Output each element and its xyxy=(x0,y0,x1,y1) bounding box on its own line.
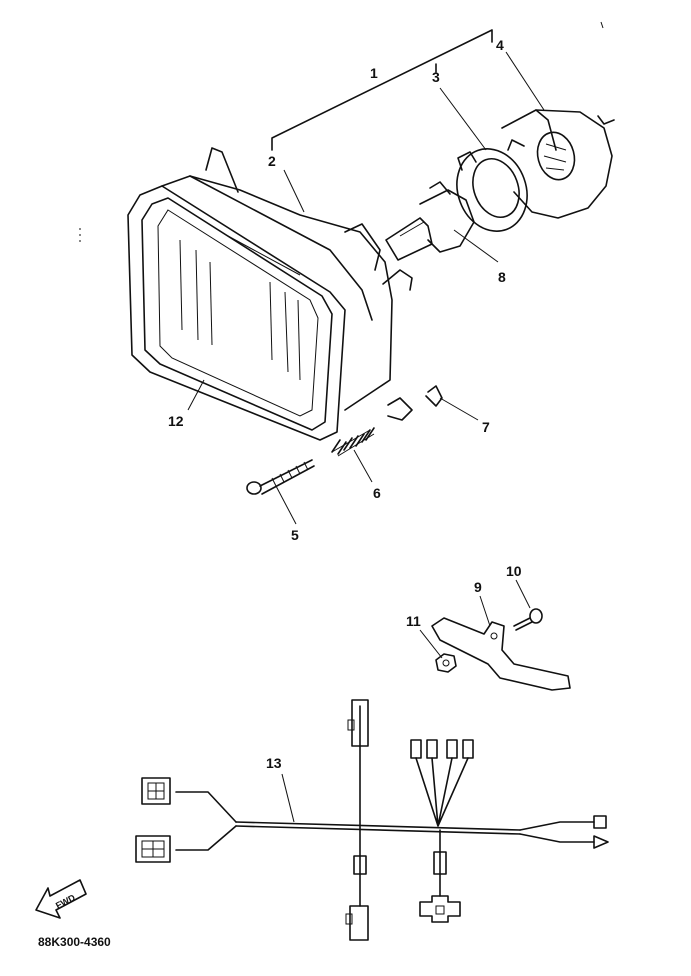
callout-7: 7 xyxy=(482,419,490,435)
callout-5: 5 xyxy=(291,527,299,543)
callout-11: 11 xyxy=(406,613,421,629)
callout-1: 1 xyxy=(370,65,378,81)
diagram-code: 88K300-4360 xyxy=(38,935,111,949)
callout-12: 12 xyxy=(168,413,184,429)
spring xyxy=(331,427,375,457)
leader-lines xyxy=(187,51,545,823)
callout-2: 2 xyxy=(268,153,276,169)
callout-3: 3 xyxy=(432,69,440,85)
bracket xyxy=(431,617,571,691)
callout-13: 13 xyxy=(266,755,282,771)
socket-cover xyxy=(501,109,615,219)
nut xyxy=(435,653,457,673)
callout-9: 9 xyxy=(474,579,482,595)
bulb xyxy=(385,181,475,261)
fwd-arrow-icon: FWD xyxy=(35,879,87,919)
adjusting-screw xyxy=(246,459,315,495)
callout-bracket-1 xyxy=(271,29,493,151)
bolt xyxy=(513,608,543,631)
callout-8: 8 xyxy=(498,269,506,285)
fwd-label: FWD xyxy=(54,892,77,911)
retaining-ring xyxy=(456,139,528,232)
wire-harness xyxy=(135,699,609,941)
callout-labels: 1 2 3 4 5 6 7 8 9 10 11 12 13 xyxy=(168,37,522,771)
callout-10: 10 xyxy=(506,563,522,579)
headlight-unit xyxy=(127,147,413,441)
callout-4: 4 xyxy=(496,37,504,53)
callout-6: 6 xyxy=(373,485,381,501)
clip xyxy=(425,385,443,407)
